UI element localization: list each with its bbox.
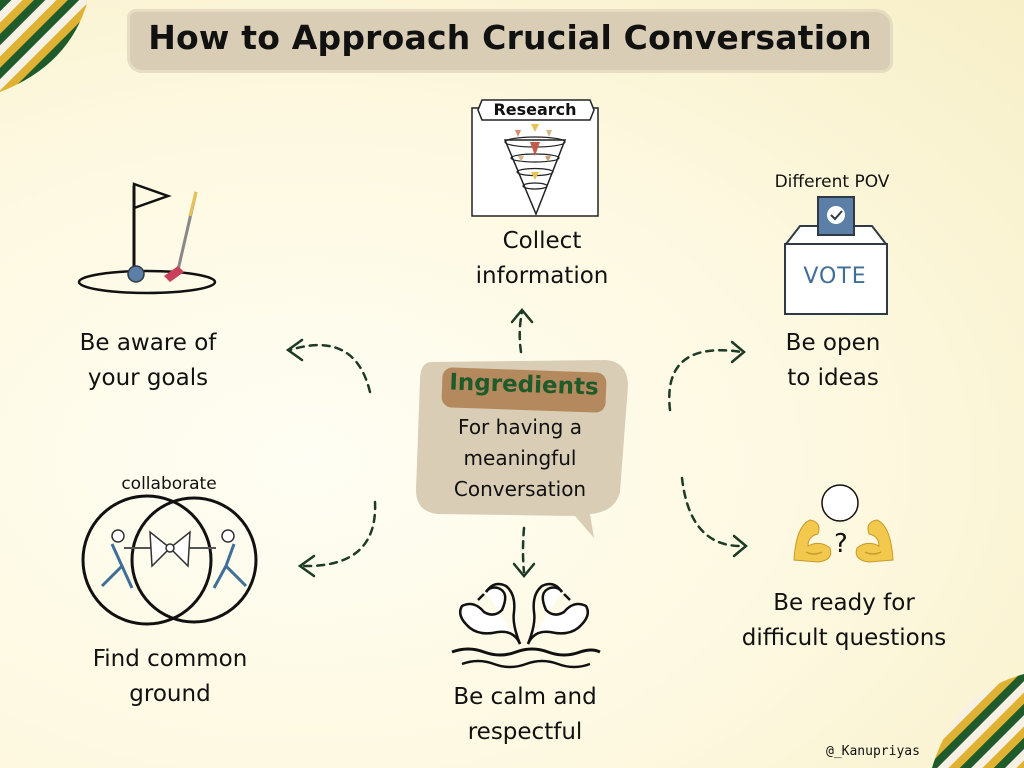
- node-find-common-ground: Find common ground: [92, 646, 248, 707]
- center-text: For having a meaningful Conversation: [453, 415, 587, 501]
- node-be-open: Be open to ideas: [785, 330, 881, 391]
- arrow-to-questions: [680, 476, 746, 548]
- vote-label: VOTE: [803, 264, 867, 289]
- arrow-to-collect: [518, 310, 524, 354]
- collaborate-caption: collaborate: [121, 474, 217, 494]
- corner-stripes-top-left: [0, 0, 88, 92]
- arrow-to-common: [300, 500, 377, 568]
- research-badge: Research: [493, 100, 577, 119]
- author-watermark: @_Kanupriyas: [826, 744, 920, 759]
- node-be-aware: Be aware of your goals: [79, 330, 217, 391]
- different-pov-caption: Different POV: [774, 172, 890, 192]
- corner-stripes-bottom-right: [932, 674, 1024, 768]
- page-title: How to Approach Crucial Conversation: [148, 18, 872, 57]
- arrow-to-open: [668, 349, 744, 412]
- arrow-to-calm: [521, 526, 526, 574]
- arrow-to-goals: [288, 343, 372, 394]
- svg-text:?: ?: [834, 529, 848, 559]
- node-be-calm: Be calm and respectful: [453, 684, 597, 745]
- title-band: [130, 12, 890, 70]
- node-collect-information: Collect information: [475, 228, 609, 289]
- node-be-ready: Be ready for difficult questions: [741, 590, 947, 651]
